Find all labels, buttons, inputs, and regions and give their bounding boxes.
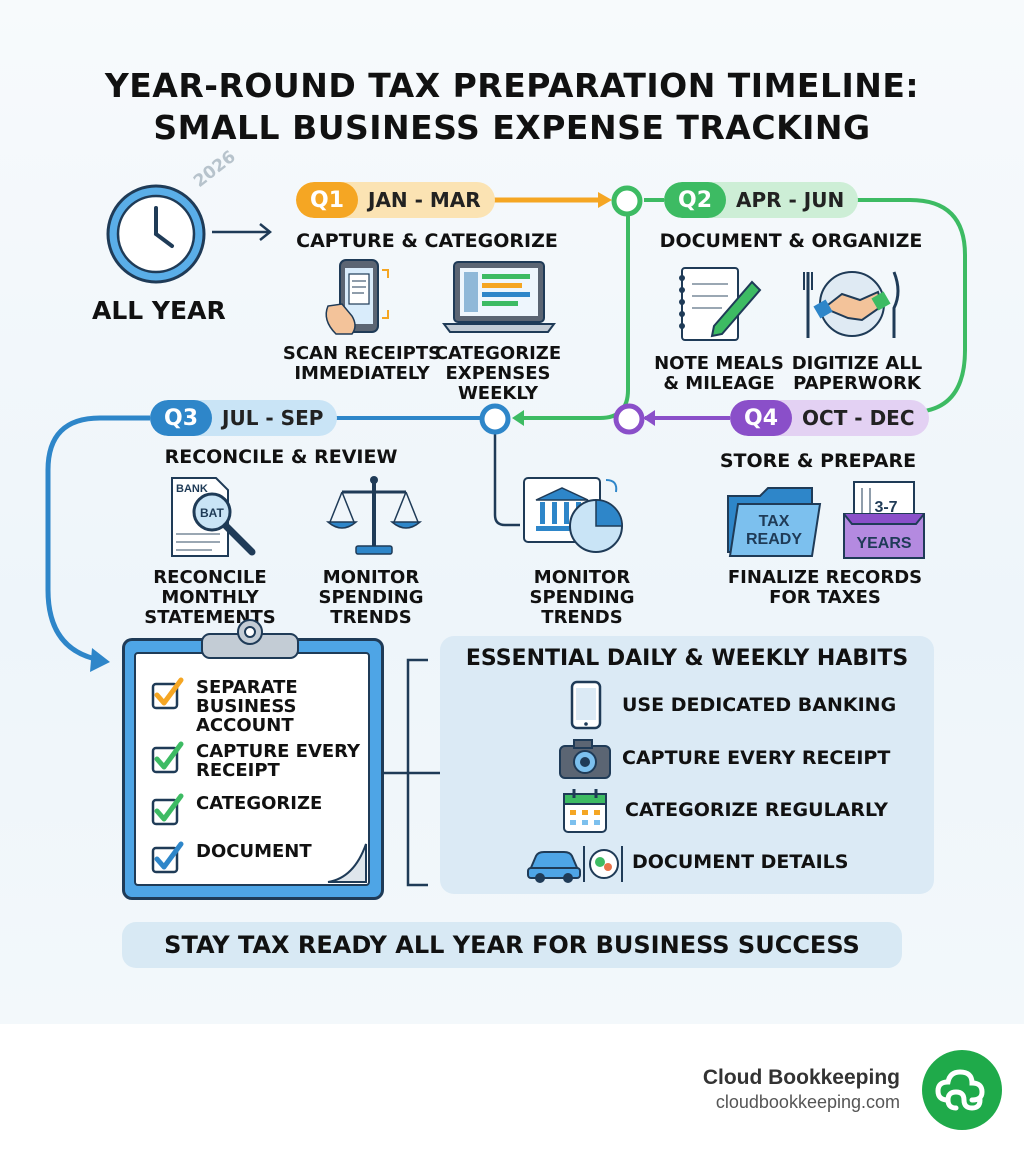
q4-heading: STORE & PREPARE [719, 450, 917, 472]
q4-range: OCT - DEC [802, 406, 915, 430]
habit-use-banking: USE DEDICATED BANKING [622, 694, 897, 716]
habit-document: DOCUMENT DETAILS [632, 851, 849, 873]
q2-range: APR - JUN [736, 188, 845, 212]
q3-heading: RECONCILE & REVIEW [164, 446, 398, 468]
checkbox-checked-icon [151, 741, 184, 774]
all-year-label: ALL YEAR [92, 296, 226, 325]
car-meal-icon [527, 846, 623, 883]
q3-pill: Q3 JUL - SEP [150, 400, 338, 436]
q3-badge: Q3 [150, 400, 213, 436]
habits-panel [440, 636, 934, 894]
clipboard-clip-icon [201, 619, 299, 659]
q1-pill: Q1 JAN - MAR [296, 182, 495, 218]
checklist-item-label: CATEGORIZE [196, 793, 323, 814]
q1-heading: CAPTURE & CATEGORIZE [296, 230, 558, 252]
checkbox-checked-icon [151, 841, 184, 874]
checklist-item: DOCUMENT [150, 840, 370, 874]
brand-name: Cloud Bookkeeping [702, 1066, 900, 1089]
ready-text: READY [746, 531, 802, 548]
title-line-1: YEAR-ROUND TAX PREPARATION TIMELINE: [104, 66, 920, 105]
q1-timeline-node [611, 185, 643, 217]
bottom-banner: STAY TAX READY ALL YEAR FOR BUSINESS SUC… [122, 922, 902, 968]
calendar-icon [563, 789, 607, 833]
balance-scale-icon [326, 476, 422, 555]
habits-heading: ESSENTIAL DAILY & WEEKLY HABITS [465, 646, 909, 671]
bat-text: BAT [200, 506, 224, 520]
archive-box-icon: 3-7 YEARS [843, 481, 925, 559]
bank-statement-icon: BANK BAT [171, 477, 256, 557]
years-bottom-text: YEARS [856, 535, 911, 552]
tax-text: TAX [759, 513, 790, 530]
q2-badge: Q2 [664, 182, 727, 218]
brand-logo-icon [922, 1050, 1002, 1130]
q4-timeline-node [613, 403, 645, 435]
checkbox-checked-icon [151, 793, 184, 826]
phone-icon [570, 680, 602, 730]
checklist-item: CATEGORIZE [150, 792, 370, 826]
years-top-text: 3-7 [874, 499, 897, 516]
habit-capture-receipt: CAPTURE EVERY RECEIPT [622, 747, 891, 769]
camera-icon [559, 739, 611, 779]
checkbox-checked-icon [151, 677, 184, 710]
q2-item-meals: NOTE MEALS& MILEAGE [654, 353, 784, 394]
tax-ready-folder-icon: TAX READY [727, 487, 822, 557]
q4-pill: Q4 OCT - DEC [730, 400, 929, 436]
q2-pill: Q2 APR - JUN [664, 182, 859, 218]
q3-range: JUL - SEP [222, 406, 324, 430]
bank-text: BANK [176, 483, 208, 495]
page-curl-icon [327, 843, 367, 883]
title-line-2: SMALL BUSINESS EXPENSE TRACKING [153, 108, 871, 147]
q4-badge: Q4 [730, 400, 793, 436]
bank-pie-chart-icon [523, 477, 623, 553]
q2-heading: DOCUMENT & ORGANIZE [659, 230, 923, 252]
q3-timeline-node [479, 403, 511, 435]
habit-categorize: CATEGORIZE REGULARLY [625, 799, 888, 821]
infographic-canvas: YEAR-ROUND TAX PREPARATION TIMELINE: SMA… [0, 0, 1024, 1024]
q1-range: JAN - MAR [368, 188, 481, 212]
checklist-item-label: DOCUMENT [196, 841, 312, 862]
laptop-icon [442, 261, 556, 333]
notepad-pen-icon [679, 267, 762, 341]
q1-badge: Q1 [296, 182, 359, 218]
brand-url: cloudbookkeeping.com [715, 1092, 900, 1112]
footer: Cloud Bookkeeping cloudbookkeeping.com [0, 1024, 1024, 1154]
handshake-plate-icon [803, 271, 900, 338]
scan-receipt-icon [325, 259, 389, 335]
clock-icon [106, 184, 206, 284]
